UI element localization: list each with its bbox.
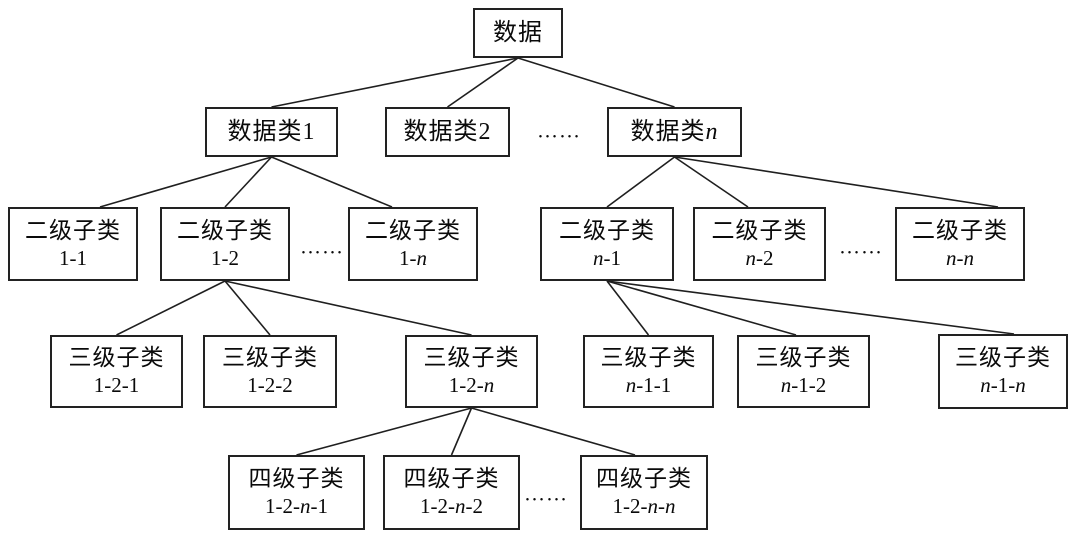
node-label: 四级子类 [403, 466, 500, 491]
edge-class-1-to-sub2-1-1 [99, 156, 272, 208]
edge-class-1-to-sub2-1-n [271, 156, 393, 208]
tree-node-sub4-1-2-n-2: 四级子类 1-2-n-2 [383, 455, 520, 530]
node-code: 1-2-n-2 [420, 494, 483, 518]
edge-class-n-to-sub2-n-2 [674, 156, 749, 208]
edge-sub2-1-2-to-sub3-1-2-1 [116, 280, 226, 336]
edge-sub2-n-1-to-sub3-n-1-2 [606, 280, 797, 336]
edge-sub2-n-1-to-sub3-n-1-1 [606, 280, 650, 336]
tree-node-sub3-1-2-1: 三级子类 1-2-1 [50, 335, 183, 408]
edge-sub3-1-2-n-to-sub4-1-2-n-1 [296, 407, 472, 456]
node-code: n-2 [745, 245, 774, 270]
node-code: 1-2-n-n [612, 494, 676, 518]
node-label: 二级子类 [559, 217, 655, 243]
ellipsis-dots-sub2-right: …… [839, 234, 883, 259]
tree-node-sub4-1-2-n-n: 四级子类 1-2-n-n [580, 455, 708, 530]
tree-node-sub4-1-2-n-1: 四级子类 1-2-n-1 [228, 455, 365, 530]
node-code: 1-n [399, 245, 427, 270]
node-code: n-n [946, 245, 974, 270]
node-label: 数据类1 [227, 119, 316, 145]
node-code: n-1-2 [780, 373, 827, 397]
node-label: 三级子类 [222, 345, 318, 370]
tree-node-data: 数据 [473, 8, 563, 58]
node-label: 二级子类 [177, 217, 273, 243]
tree-node-sub3-n-1-1: 三级子类 n-1-1 [583, 335, 714, 408]
tree-node-class-n: 数据类n [607, 107, 742, 157]
ellipsis-dots-sub2-left: …… [300, 234, 344, 259]
node-label: 三级子类 [755, 345, 852, 370]
tree-node-class-1: 数据类1 [205, 107, 338, 157]
node-code: n-1-1 [625, 373, 672, 397]
edge-class-n-to-sub2-n-1 [606, 156, 675, 208]
node-label: 二级子类 [25, 217, 121, 243]
node-label: 三级子类 [423, 345, 520, 370]
node-label: 二级子类 [912, 217, 1008, 243]
edge-data-to-class-1 [271, 57, 519, 108]
node-code: 1-2 [211, 245, 239, 270]
node-label: 四级子类 [596, 466, 692, 491]
tree-node-sub3-n-1-n: 三级子类 n-1-n [938, 334, 1068, 409]
ellipsis-dots-sub4: …… [524, 481, 568, 506]
node-code: 1-2-2 [247, 373, 293, 397]
tree-node-sub3-n-1-2: 三级子类 n-1-2 [737, 335, 870, 408]
node-label: 三级子类 [68, 345, 165, 370]
node-label: 三级子类 [955, 345, 1051, 370]
tree-node-sub3-1-2-n: 三级子类 1-2-n [405, 335, 538, 408]
edge-class-n-to-sub2-n-n [674, 156, 999, 208]
node-label: 数据类2 [403, 119, 492, 145]
node-code: 1-1 [59, 245, 87, 270]
ellipsis-dots-classes: …… [537, 118, 581, 143]
node-label: 数据类n [630, 119, 719, 145]
node-code: 1-2-n-1 [265, 494, 328, 518]
tree-node-class-2: 数据类2 [385, 107, 510, 157]
node-code: 1-2-1 [93, 373, 140, 397]
edge-sub2-1-2-to-sub3-1-2-n [224, 280, 472, 336]
edge-sub3-1-2-n-to-sub4-1-2-n-n [471, 407, 636, 456]
node-label: 三级子类 [600, 345, 697, 370]
edge-data-to-class-2 [447, 57, 519, 108]
node-code: n-1 [593, 245, 621, 270]
tree-node-sub3-1-2-2: 三级子类 1-2-2 [203, 335, 337, 408]
edge-sub3-1-2-n-to-sub4-1-2-n-2 [450, 407, 473, 456]
edge-sub2-1-2-to-sub3-1-2-2 [224, 280, 271, 336]
node-label: 二级子类 [365, 217, 461, 243]
edge-data-to-class-n [517, 57, 675, 108]
node-label: 四级子类 [248, 466, 345, 491]
edge-sub2-n-1-to-sub3-n-1-n [606, 280, 1015, 335]
node-code: n-1-n [980, 373, 1026, 397]
node-code: 1-2-n [448, 373, 495, 397]
edge-class-1-to-sub2-1-2 [224, 156, 273, 208]
node-label: 二级子类 [711, 217, 808, 243]
node-label: 数据 [493, 20, 543, 46]
